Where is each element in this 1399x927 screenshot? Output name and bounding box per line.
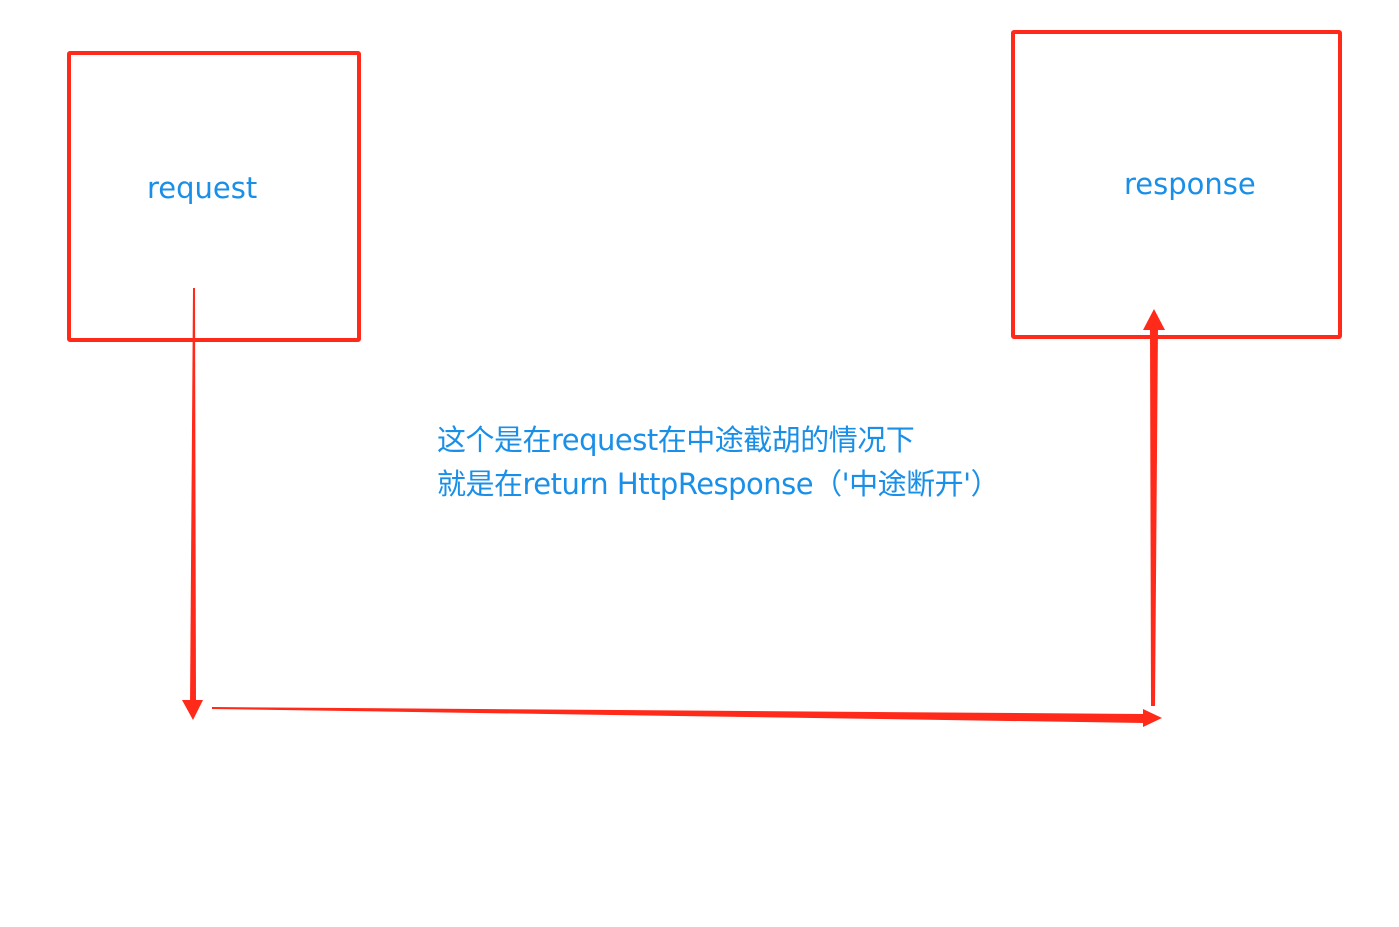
- arrow-right-shaft: [212, 707, 1146, 723]
- arrow-right-head: [1143, 709, 1162, 727]
- request-label: request: [147, 171, 258, 205]
- response-label: response: [1124, 167, 1256, 201]
- arrow-down-shaft: [190, 288, 196, 706]
- arrow-down-head: [182, 700, 203, 720]
- arrow-up-head: [1143, 309, 1165, 330]
- response-box: [1011, 30, 1342, 339]
- note-line-1: 这个是在request在中途截胡的情况下: [437, 423, 915, 457]
- arrow-up-shaft: [1150, 326, 1158, 706]
- request-box: [67, 51, 361, 342]
- note-line-2: 就是在return HttpResponse（'中途断开'）: [437, 467, 1000, 501]
